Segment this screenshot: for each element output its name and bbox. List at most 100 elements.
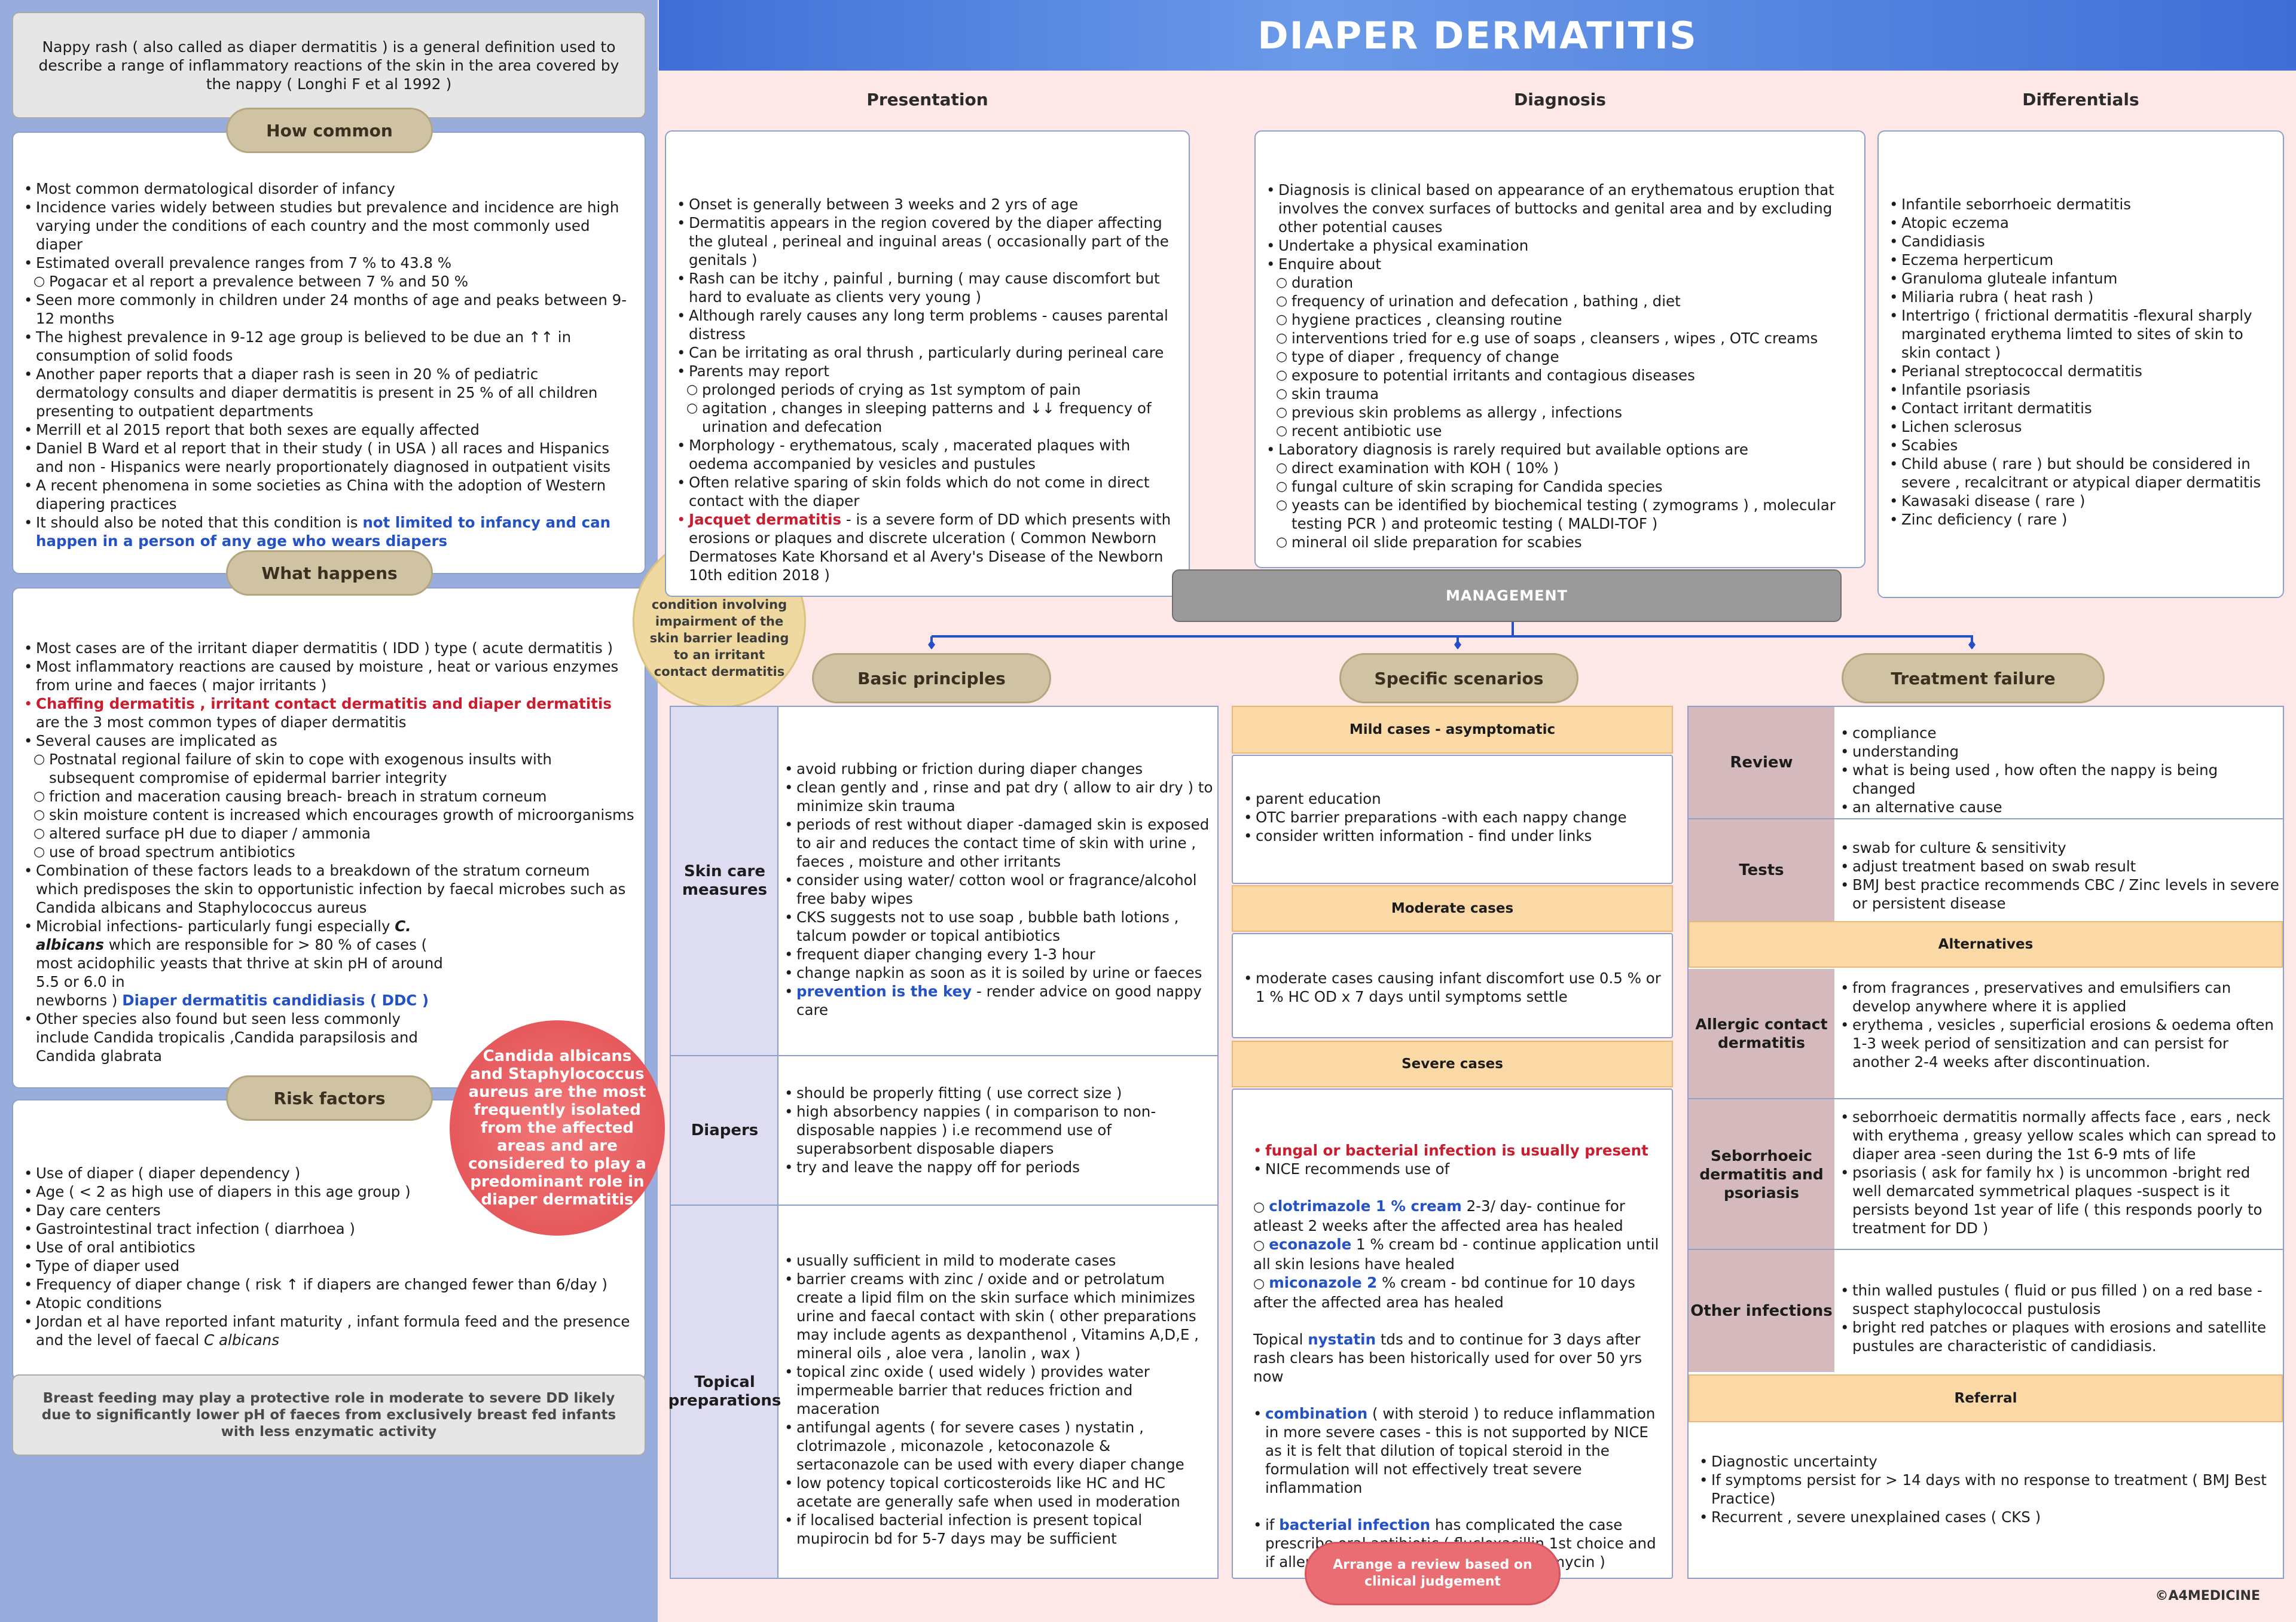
diagnosis-header: Diagnosis	[1514, 90, 1606, 109]
list-item: Jacquet dermatitis - is a severe form of…	[677, 510, 1180, 584]
item-text: if localised bacterial infection is pres…	[796, 1511, 1143, 1547]
list-item: Child abuse ( rare ) but should be consi…	[1889, 455, 2276, 492]
list-item: Contact irritant dermatitis	[1889, 399, 2276, 417]
highlight-text: combination	[1265, 1405, 1368, 1422]
list-item: Gastrointestinal tract infection ( diarr…	[24, 1219, 636, 1238]
item-text: BMJ best practice recommends CBC / Zinc …	[1852, 876, 2279, 912]
list-item: Day care centers	[24, 1201, 636, 1219]
item-text: swab for culture & sensitivity	[1852, 839, 2066, 856]
list-item: •seborrhoeic dermatitis normally affects…	[1840, 1108, 2276, 1163]
how-common-label: How common	[226, 108, 433, 153]
intro-box: Nappy rash ( also called as diaper derma…	[12, 12, 646, 118]
list-item: •CKS suggests not to use soap , bubble b…	[784, 908, 1179, 944]
seborrhoeic-cell: •seborrhoeic dermatitis normally affects…	[1840, 1108, 2280, 1237]
list-item: Most inflammatory reactions are caused b…	[24, 657, 636, 694]
list-item: fungal culture of skin scraping for Cand…	[1266, 477, 1857, 496]
list-item: Merrill et al 2015 report that both sexe…	[24, 420, 635, 439]
list-item: ○ econazole 1 % cream bd - continue appl…	[1253, 1236, 1659, 1273]
item-text: topical zinc oxide ( used widely ) provi…	[796, 1363, 1150, 1417]
list-item: •frequent diaper changing every 1-3 hour	[784, 946, 1095, 963]
item-text: Recurrent , severe unexplained cases ( C…	[1711, 1508, 2041, 1526]
list-item: •an alternative cause	[1840, 798, 2002, 816]
item-text: high absorbency nappies ( in comparison …	[796, 1103, 1156, 1157]
item-text: thin walled pustules ( fluid or pus fill…	[1852, 1282, 2263, 1318]
row-divider	[1689, 1098, 2283, 1099]
item-text: should be properly fitting ( use correct…	[796, 1084, 1122, 1102]
item-text: bright red patches or plaques with erosi…	[1852, 1319, 2267, 1355]
highlight-text: Diaper dermatitis candidiasis ( DDC )	[122, 992, 429, 1009]
page-title: DIAPER DERMATITIS	[1257, 13, 1697, 57]
item-text: 1 % cream bd - continue application unti…	[1253, 1236, 1659, 1273]
list-item: Onset is generally between 3 weeks and 2…	[677, 195, 1180, 214]
list-item: A recent phenomena in some societies as …	[24, 476, 635, 513]
risk-factors-label: Risk factors	[226, 1075, 433, 1121]
list-item: Microbial infections- particularly fungi…	[24, 917, 636, 991]
list-item: NICE recommends use of	[1253, 1160, 1665, 1178]
topical-list: •usually sufficient in mild to moderate …	[784, 1251, 1215, 1548]
list-item: parent education	[1244, 789, 1665, 808]
list-item: Atopic conditions	[24, 1294, 636, 1312]
what-happens-label: What happens	[226, 550, 433, 596]
list-item: ○ miconazole 2 % cream - bd continue for…	[1253, 1274, 1635, 1311]
treatment-failure-label: Treatment failure	[1842, 653, 2105, 703]
item-text: C albicans	[204, 1331, 279, 1349]
highlight-text: fungal or bacterial infection is usually…	[1265, 1142, 1648, 1159]
referral-list: •Diagnostic uncertainty • If symptoms pe…	[1699, 1452, 2279, 1526]
list-item: Scabies	[1889, 436, 2276, 455]
list-item: Often relative sparing of skin folds whi…	[677, 473, 1180, 510]
list-item: •high absorbency nappies ( in comparison…	[784, 1103, 1156, 1157]
presentation-box: Onset is generally between 3 weeks and 2…	[665, 130, 1190, 597]
list-item: •change napkin as soon as it is soiled b…	[784, 964, 1202, 981]
management-label: MANAGEMENT	[1446, 587, 1568, 604]
item-text: If symptoms persist for > 14 days with n…	[1711, 1471, 2267, 1507]
list-item: Infantile seborrhoeic dermatitis	[1889, 195, 2276, 214]
allergic-list: •from fragrances , preservatives and emu…	[1840, 978, 2280, 1071]
list-item: Kawasaki disease ( rare )	[1889, 492, 2276, 510]
item-text: CKS suggests not to use soap , bubble ba…	[796, 908, 1179, 944]
item-text: periods of rest without diaper -damaged …	[796, 816, 1210, 870]
item-text: an alternative cause	[1852, 798, 2002, 816]
diapers-list: •should be properly fitting ( use correc…	[784, 1084, 1215, 1176]
list-item: Type of diaper used	[24, 1257, 636, 1275]
item-text: It should also be noted that this condit…	[36, 514, 363, 531]
list-item: It should also be noted that this condit…	[24, 513, 635, 550]
review-pill-text: Arrange a review based on clinical judge…	[1333, 1557, 1532, 1589]
item-text: Microbial infections- particularly fungi…	[36, 917, 395, 935]
list-item: Postnatal regional failure of skin to co…	[24, 750, 636, 787]
list-item: •if localised bacterial infection is pre…	[784, 1511, 1143, 1547]
item-text: frequent diaper changing every 1-3 hour	[796, 946, 1095, 963]
list-item: OTC barrier preparations -with each napp…	[1244, 808, 1665, 827]
mild-list: parent education OTC barrier preparation…	[1244, 789, 1665, 845]
breast-feeding-note: Breast feeding may play a protective rol…	[12, 1374, 646, 1456]
how-common-list: Most common dermatological disorder of i…	[24, 179, 635, 550]
list-item: Use of diaper ( diaper dependency )	[24, 1164, 636, 1182]
copyright: ©A4MEDICINE	[2155, 1589, 2260, 1603]
moderate-cases-box: moderate cases causing infant discomfort…	[1232, 933, 1673, 1038]
item-text: if	[1265, 1516, 1280, 1533]
list-item: Most cases are of the irritant diaper de…	[24, 639, 636, 657]
list-item: recent antibiotic use	[1266, 422, 1857, 440]
specific-scenarios-label: Specific scenarios	[1339, 653, 1578, 703]
highlight-text: econazole	[1269, 1236, 1352, 1253]
item-text: psoriasis ( ask for family hx ) is uncom…	[1852, 1164, 2263, 1237]
item-text: what is being used , how often the nappy…	[1852, 761, 2218, 797]
list-item: combination ( with steroid ) to reduce i…	[1253, 1404, 1665, 1497]
management-connectors	[928, 622, 1976, 650]
basic-label-column	[671, 707, 778, 1578]
list-item: skin moisture content is increased which…	[24, 806, 636, 824]
list-item: •psoriasis ( ask for family hx ) is unco…	[1840, 1164, 2263, 1237]
seborrhoeic-label: Seborrhoeic dermatitis and psoriasis	[1689, 1099, 1834, 1249]
how-common-box: Most common dermatological disorder of i…	[12, 132, 646, 574]
item-text: - is a severe form of DD which presents …	[689, 511, 1171, 584]
list-item: Another paper reports that a diaper rash…	[24, 365, 635, 420]
item-text: erythema , vesicles , superficial erosio…	[1852, 1016, 2274, 1071]
item-text: antifungal agents ( for severe cases ) n…	[796, 1419, 1184, 1473]
list-item: Granuloma gluteale infantum	[1889, 269, 2276, 288]
diagnosis-box: Diagnosis is clinical based on appearanc…	[1254, 130, 1866, 568]
list-item: •barrier creams with zinc / oxide and or…	[784, 1270, 1199, 1362]
item-text: adjust treatment based on swab result	[1852, 858, 2136, 875]
highlight-text: miconazole 2	[1269, 1274, 1378, 1291]
list-item: Seen more commonly in children under 24 …	[24, 291, 635, 328]
list-item: The highest prevalence in 9-12 age group…	[24, 328, 635, 365]
differentials-header: Differentials	[2022, 90, 2139, 109]
